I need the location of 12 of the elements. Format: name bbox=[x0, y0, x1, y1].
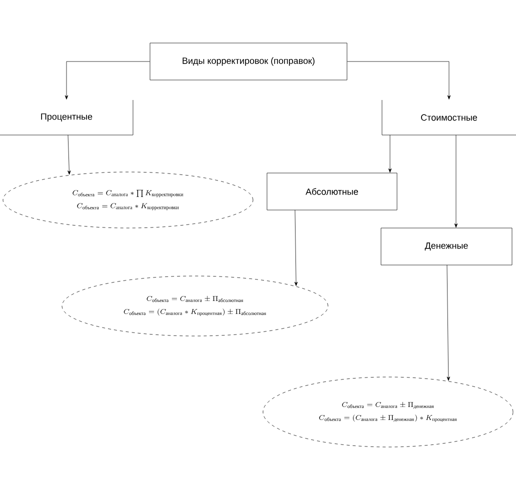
arrow bbox=[68, 134, 71, 175]
arrow bbox=[388, 134, 392, 173]
arrow bbox=[347, 61, 451, 100]
category-box: Денежные bbox=[380, 228, 512, 266]
category-box: Виды корректировок (поправок) bbox=[150, 42, 348, 80]
category-bracket: Стоимостные bbox=[382, 100, 516, 136]
arrow bbox=[64, 61, 150, 100]
arrow bbox=[446, 264, 450, 381]
arrow bbox=[294, 210, 298, 286]
arrow bbox=[454, 134, 458, 228]
category-box: Абсолютные bbox=[266, 172, 398, 210]
category-bracket: Процентные bbox=[0, 100, 134, 136]
